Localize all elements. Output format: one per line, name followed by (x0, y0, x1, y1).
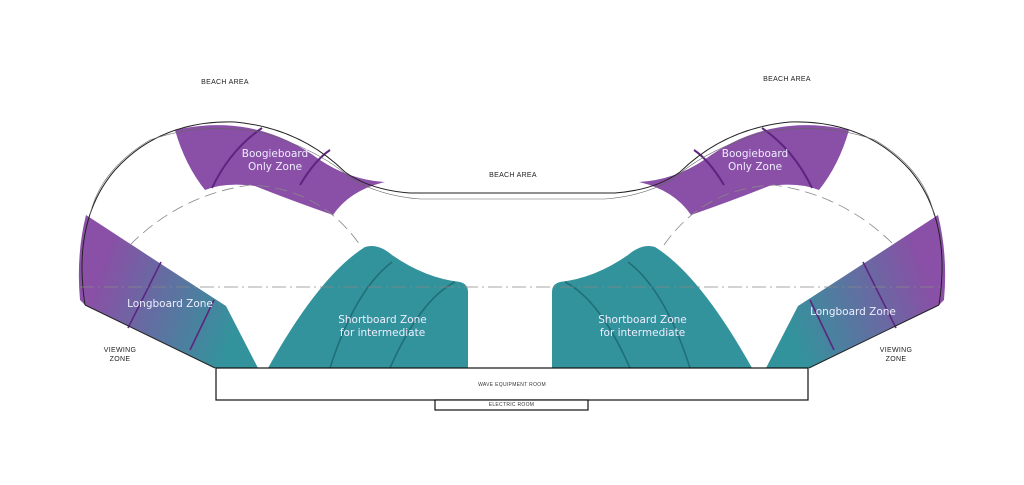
viewing-zone-label-left: VIEWING ZONE (100, 346, 140, 364)
zone-line-1: Shortboard Zone (338, 314, 427, 326)
viewing-line-2: ZONE (109, 356, 131, 363)
boogieboard-zone-left (175, 125, 385, 215)
shortboard-zone-left (268, 246, 468, 368)
boogieboard-zone-right (639, 125, 849, 215)
shortboard-zone-right (552, 246, 752, 368)
zone-line-2: Only Zone (247, 161, 303, 173)
zone-line-1: Boogieboard (241, 148, 309, 160)
shortboard-label-left: Shortboard Zone for intermediate (320, 314, 445, 340)
longboard-label-left: Longboard Zone (127, 298, 213, 310)
electric-room-label: ELECTRIC ROOM (488, 402, 535, 408)
zone-line-2: Only Zone (727, 161, 783, 173)
zone-line-1: Shortboard Zone (598, 314, 687, 326)
beach-area-label-right: BEACH AREA (763, 76, 811, 83)
zone-line-2: for intermediate (599, 327, 686, 339)
viewing-line-2: ZONE (885, 356, 907, 363)
viewing-line-1: VIEWING (879, 347, 913, 354)
longboard-label-right: Longboard Zone (810, 306, 896, 318)
wave-equipment-room-label: WAVE EQUIPMENT ROOM (478, 382, 546, 388)
beach-area-label-left: BEACH AREA (201, 79, 249, 86)
boogieboard-label-left: Boogieboard Only Zone (225, 148, 325, 174)
pool-outline (81, 121, 943, 306)
longboard-zone-left (78, 215, 258, 368)
viewing-zone-label-right: VIEWING ZONE (876, 346, 916, 364)
zone-line-2: for intermediate (339, 327, 426, 339)
electric-room (434, 399, 589, 411)
viewing-line-1: VIEWING (103, 347, 137, 354)
shortboard-label-right: Shortboard Zone for intermediate (580, 314, 705, 340)
zone-line-1: Boogieboard (721, 148, 789, 160)
longboard-zone-right (766, 215, 946, 368)
boogieboard-label-right: Boogieboard Only Zone (705, 148, 805, 174)
beach-area-label-center: BEACH AREA (489, 172, 537, 179)
